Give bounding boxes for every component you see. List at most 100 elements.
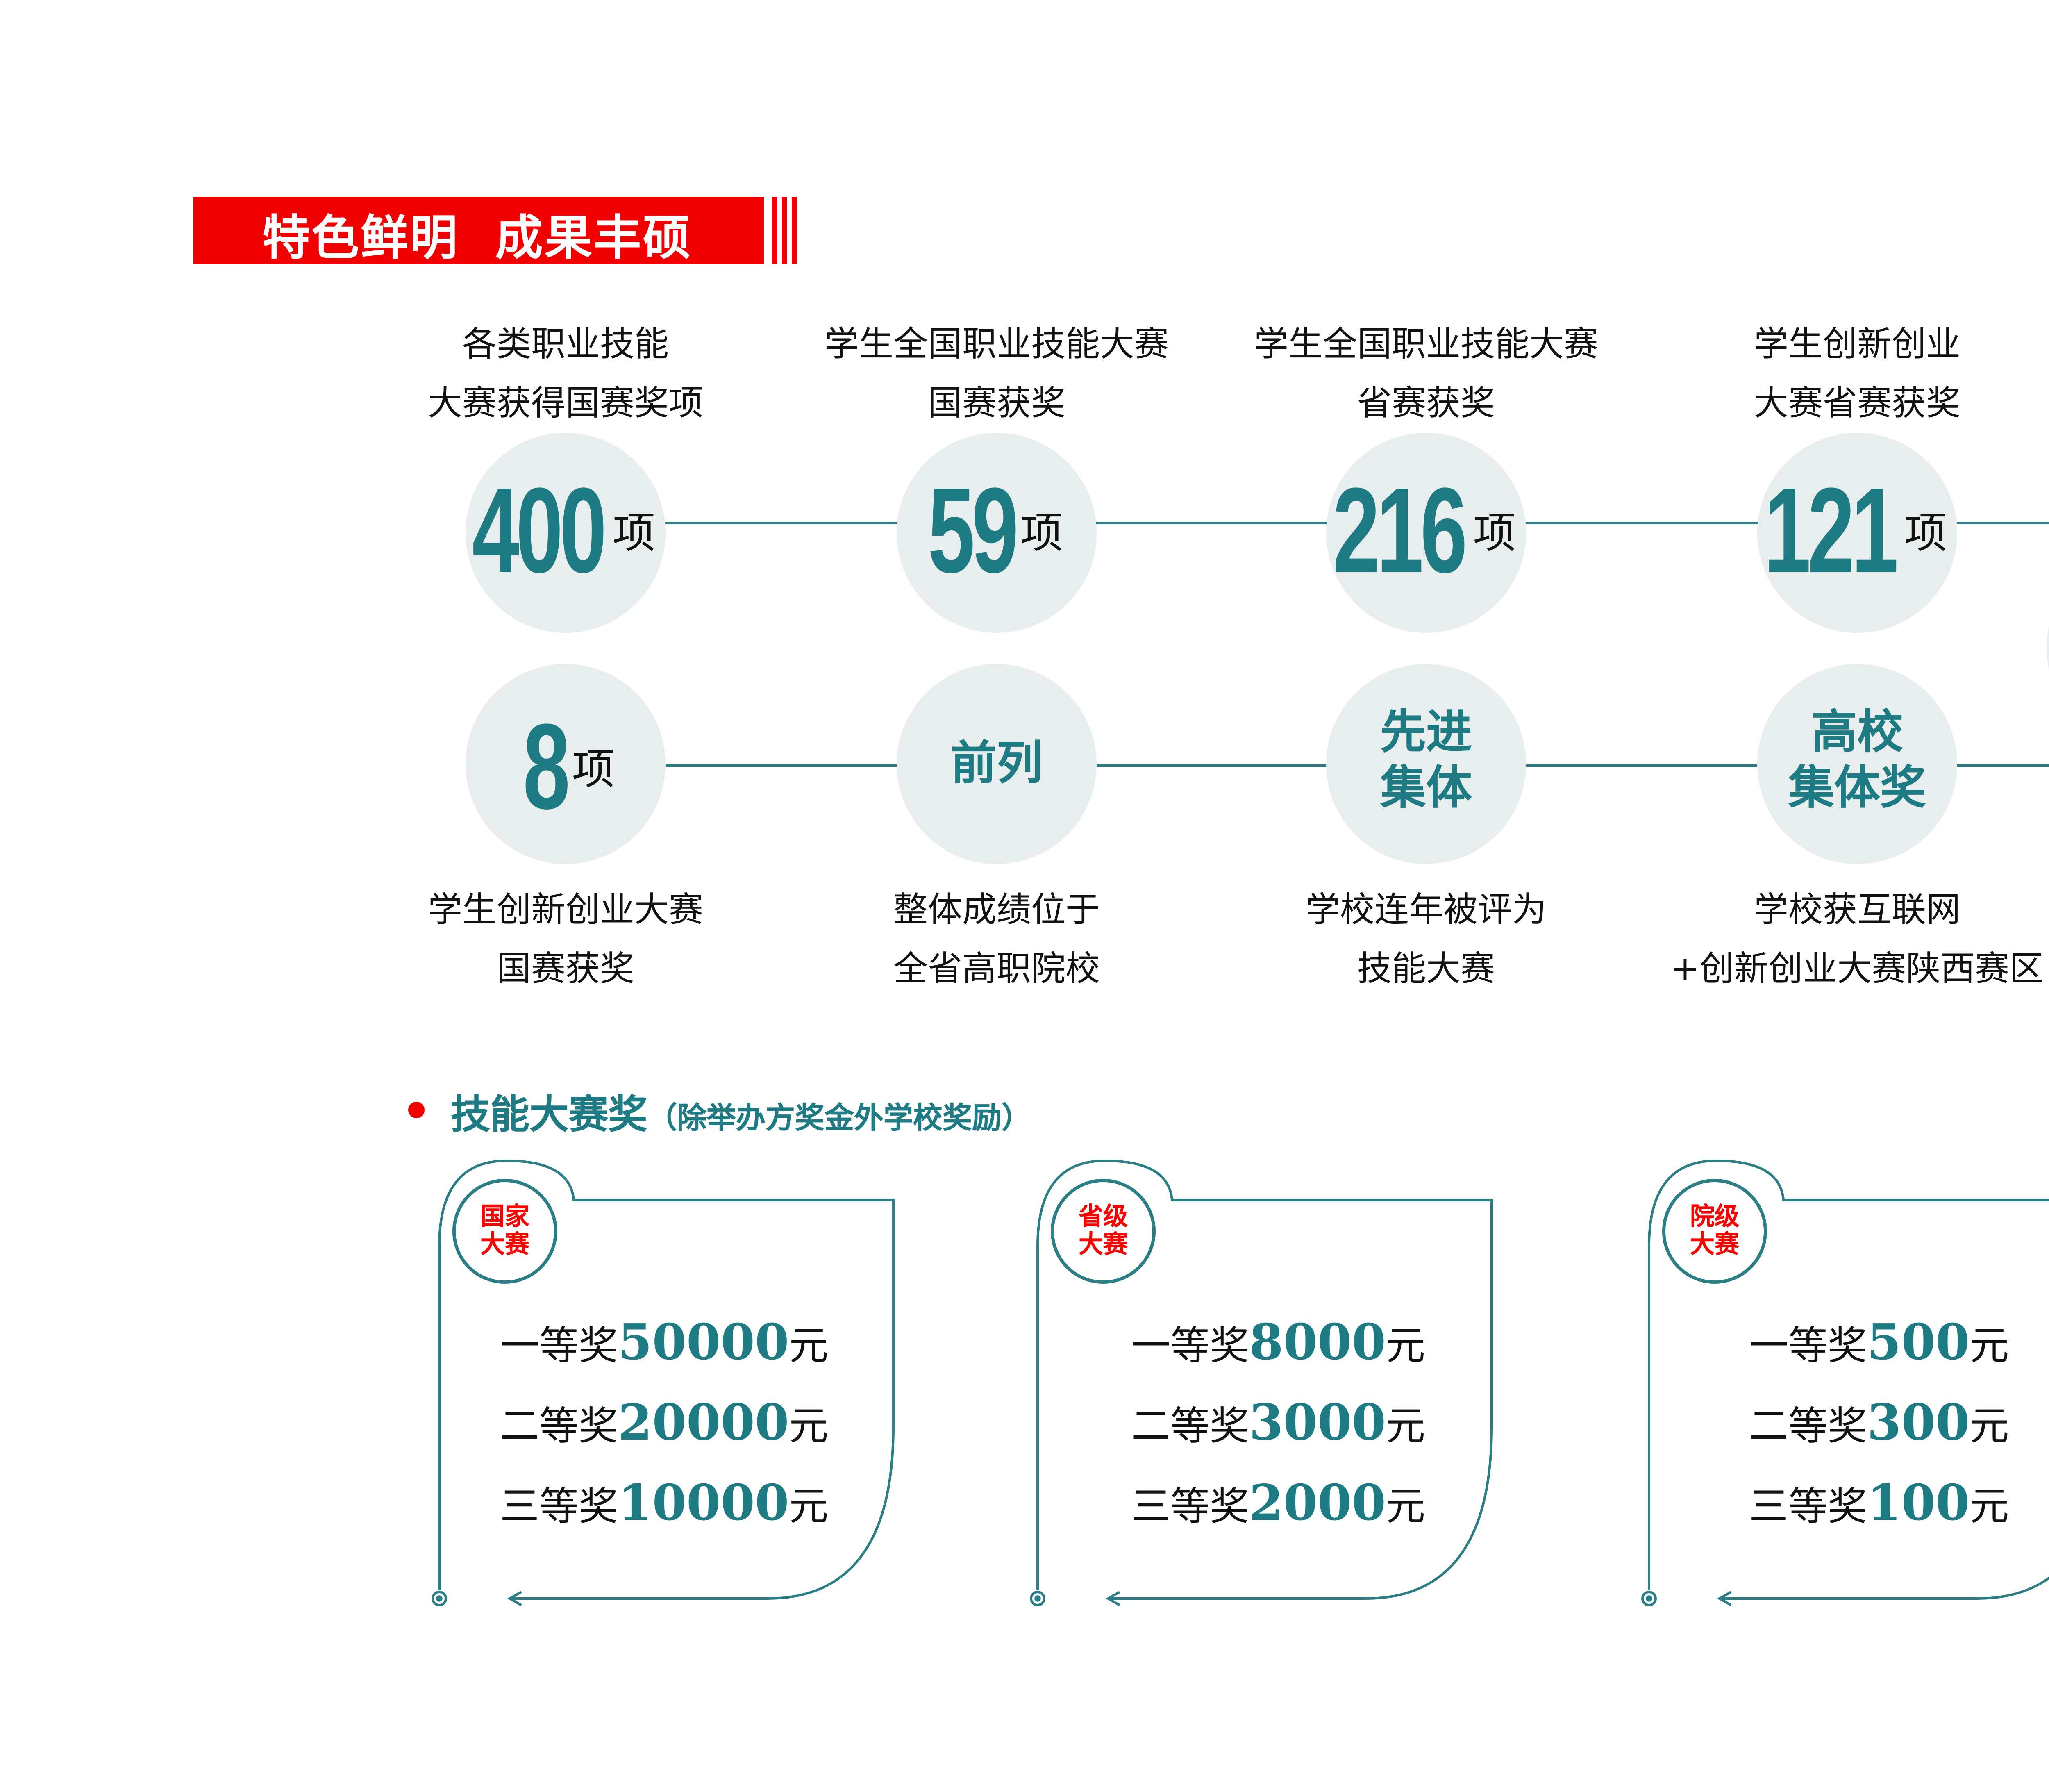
- prize-amount: 500: [1867, 1315, 1970, 1372]
- label-line: 学生全国职业技能大赛: [825, 325, 1169, 364]
- label-line: 学校连年被评为: [1306, 890, 1547, 930]
- stat-unit: 项: [612, 509, 655, 558]
- stat-number: 121: [1764, 462, 1899, 598]
- prize-unit: 元: [789, 1484, 829, 1530]
- prize-rank: 一等奖: [1131, 1323, 1249, 1369]
- card-badge: 省级大赛: [1051, 1179, 1156, 1284]
- label-line: 大赛获得国赛奖项: [428, 384, 703, 423]
- prize-unit: 元: [1386, 1484, 1425, 1530]
- prize-unit: 元: [789, 1323, 829, 1369]
- top-stat-circle: [1326, 433, 1526, 633]
- top-stat-label: 学生全国职业技能大赛国赛获奖: [767, 315, 1226, 433]
- prize-rank: 三等奖: [1131, 1484, 1249, 1530]
- label-line: 省赛获奖: [1357, 384, 1495, 423]
- prize-amount: 8000: [1249, 1315, 1386, 1372]
- label-line: +创新创业大赛陕西赛区: [1670, 949, 2044, 989]
- bottom-stat-circle: [1326, 664, 1526, 864]
- prize-amount: 100: [1867, 1476, 1970, 1533]
- label-line: 学生全国职业技能大赛: [1254, 325, 1598, 364]
- stat-text-line: 高校: [1811, 705, 1903, 759]
- badge-line: 大赛: [1690, 1230, 1739, 1259]
- stat-unit: 项: [1904, 509, 1947, 558]
- bottom-stat-text: 前列: [897, 736, 1097, 792]
- prize-amount: 300: [1867, 1395, 1970, 1453]
- label-line: 国赛获奖: [497, 949, 634, 989]
- stat-unit: 项: [1473, 509, 1516, 558]
- label-line: 国赛获奖: [928, 384, 1065, 423]
- top-stat-label: 各类职业技能大赛获得国赛奖项: [336, 315, 795, 433]
- section-title: 技能大赛奖: [451, 1092, 647, 1138]
- banner-stripe: [782, 197, 787, 264]
- badge-line: 省级: [1078, 1202, 1128, 1231]
- section-note: （除举办方奖金外学校奖励）: [647, 1102, 1031, 1136]
- prize-unit: 元: [1969, 1323, 2009, 1369]
- top-stat-label: 学生创新创业大赛省赛获奖: [1628, 315, 2049, 433]
- prize-unit: 元: [1969, 1403, 2009, 1449]
- prize-amount: 10000: [618, 1476, 789, 1533]
- label-line: 学生创新创业大赛: [428, 890, 703, 930]
- prize-unit: 元: [1386, 1403, 1425, 1449]
- label-line: 全省高职院校: [893, 949, 1100, 989]
- bottom-stat-circle: [466, 664, 666, 864]
- bottom-stat-circle: [1757, 664, 1957, 864]
- prize-amount: 20000: [618, 1395, 789, 1453]
- prize-row: 二等奖3000元: [1131, 1394, 1425, 1453]
- banner-stripe: [792, 197, 797, 264]
- card-badge: 院级大赛: [1662, 1179, 1767, 1284]
- title-banner: [193, 197, 764, 264]
- prize-row: 三等奖100元: [1749, 1474, 2009, 1533]
- label-line: 学生创新创业: [1754, 325, 1960, 364]
- prize-row: 一等奖50000元: [500, 1313, 829, 1372]
- prize-unit: 元: [789, 1403, 829, 1449]
- top-stat-circle: [1757, 433, 1957, 633]
- prize-row: 三等奖10000元: [500, 1474, 829, 1533]
- section-heading: 技能大赛奖（除举办方奖金外学校奖励）: [451, 1082, 1031, 1139]
- badge-line: 大赛: [480, 1230, 529, 1259]
- stat-text-line: 前列: [950, 736, 1043, 790]
- stat-number: 216: [1333, 462, 1468, 598]
- bottom-stat-circle: [897, 664, 1097, 864]
- stat-text-line: 先进: [1380, 705, 1472, 759]
- bottom-stat-label: 整体成绩位于全省高职院校: [767, 880, 1226, 998]
- stat-number: 59: [927, 462, 1018, 598]
- endpoint-dot-icon: [1641, 1591, 1657, 1606]
- endpoint-dot-icon: [1030, 1591, 1045, 1606]
- prize-row: 一等奖500元: [1749, 1313, 2009, 1372]
- banner-stripe: [772, 197, 777, 264]
- prize-unit: 元: [1969, 1484, 2009, 1530]
- top-stat-label: 学生全国职业技能大赛省赛获奖: [1197, 315, 1656, 433]
- label-line: 各类职业技能: [462, 325, 669, 364]
- banner-title: 特色鲜明 成果丰硕: [262, 210, 692, 266]
- prize-amount: 50000: [618, 1315, 789, 1372]
- prize-amount: 3000: [1249, 1395, 1386, 1453]
- prize-rank: 一等奖: [500, 1323, 618, 1369]
- prize-amount: 2000: [1249, 1476, 1386, 1533]
- prize-rank: 一等奖: [1749, 1323, 1867, 1369]
- arrow-head-icon: [507, 1591, 522, 1606]
- bottom-stat-label: 学校获互联网 +创新创业大赛陕西赛区: [1628, 880, 2049, 998]
- bullet-dot: [408, 1102, 425, 1118]
- bottom-stat-text: 高校集体奖: [1757, 705, 1957, 816]
- stat-number: 400: [472, 462, 607, 598]
- stat-unit: 项: [1020, 509, 1063, 558]
- card-badge: 国家大赛: [452, 1179, 557, 1284]
- card-frame: [438, 1159, 895, 1600]
- label-line: 学校获互联网: [1754, 890, 1960, 930]
- badge-line: 国家: [480, 1202, 529, 1231]
- prize-row: 一等奖8000元: [1131, 1313, 1425, 1372]
- prize-row: 二等奖300元: [1749, 1394, 2009, 1453]
- label-line: 大赛省赛获奖: [1754, 384, 1960, 423]
- prize-rank: 二等奖: [1131, 1403, 1249, 1449]
- card-frame: [1648, 1159, 2049, 1600]
- prize-rank: 二等奖: [500, 1403, 618, 1449]
- bottom-stat-text: 先进集体: [1326, 705, 1526, 816]
- bottom-stat-label: 学校连年被评为技能大赛: [1197, 880, 1656, 998]
- badge-line: 大赛: [1078, 1230, 1128, 1259]
- prize-row: 三等奖2000元: [1131, 1474, 1425, 1533]
